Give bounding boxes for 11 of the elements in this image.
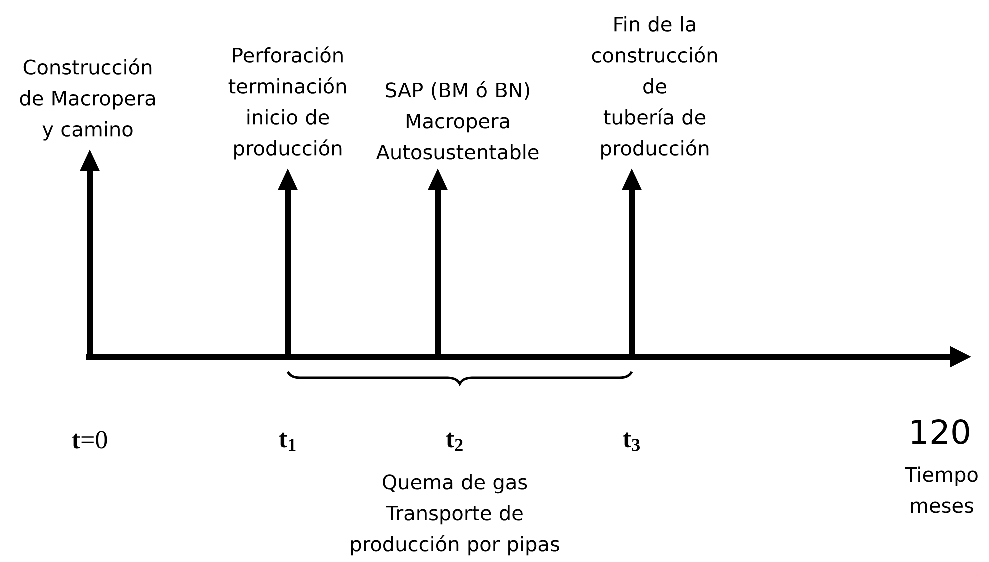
time-marker: t=0 <box>72 431 108 449</box>
note-text: Tiempo meses <box>905 466 978 514</box>
time-marker: t$_{1}$ <box>279 432 296 452</box>
time-marker: t$_{3}$ <box>623 432 640 452</box>
time-marker: t$_{2}$ <box>446 432 463 452</box>
event-label: Perforación terminación inicio de producción <box>228 46 346 160</box>
axis-value: 120 <box>912 420 970 444</box>
note-text: Quema de gas Transporte de producción por pipas <box>352 474 560 556</box>
event-label: Construcción de Macropera y camino <box>20 58 156 141</box>
event-label: Fin de la construcción de tubería de producción <box>592 16 718 160</box>
event-label: SAP (BM ó BN) Macropera Autosustentable <box>376 82 539 160</box>
